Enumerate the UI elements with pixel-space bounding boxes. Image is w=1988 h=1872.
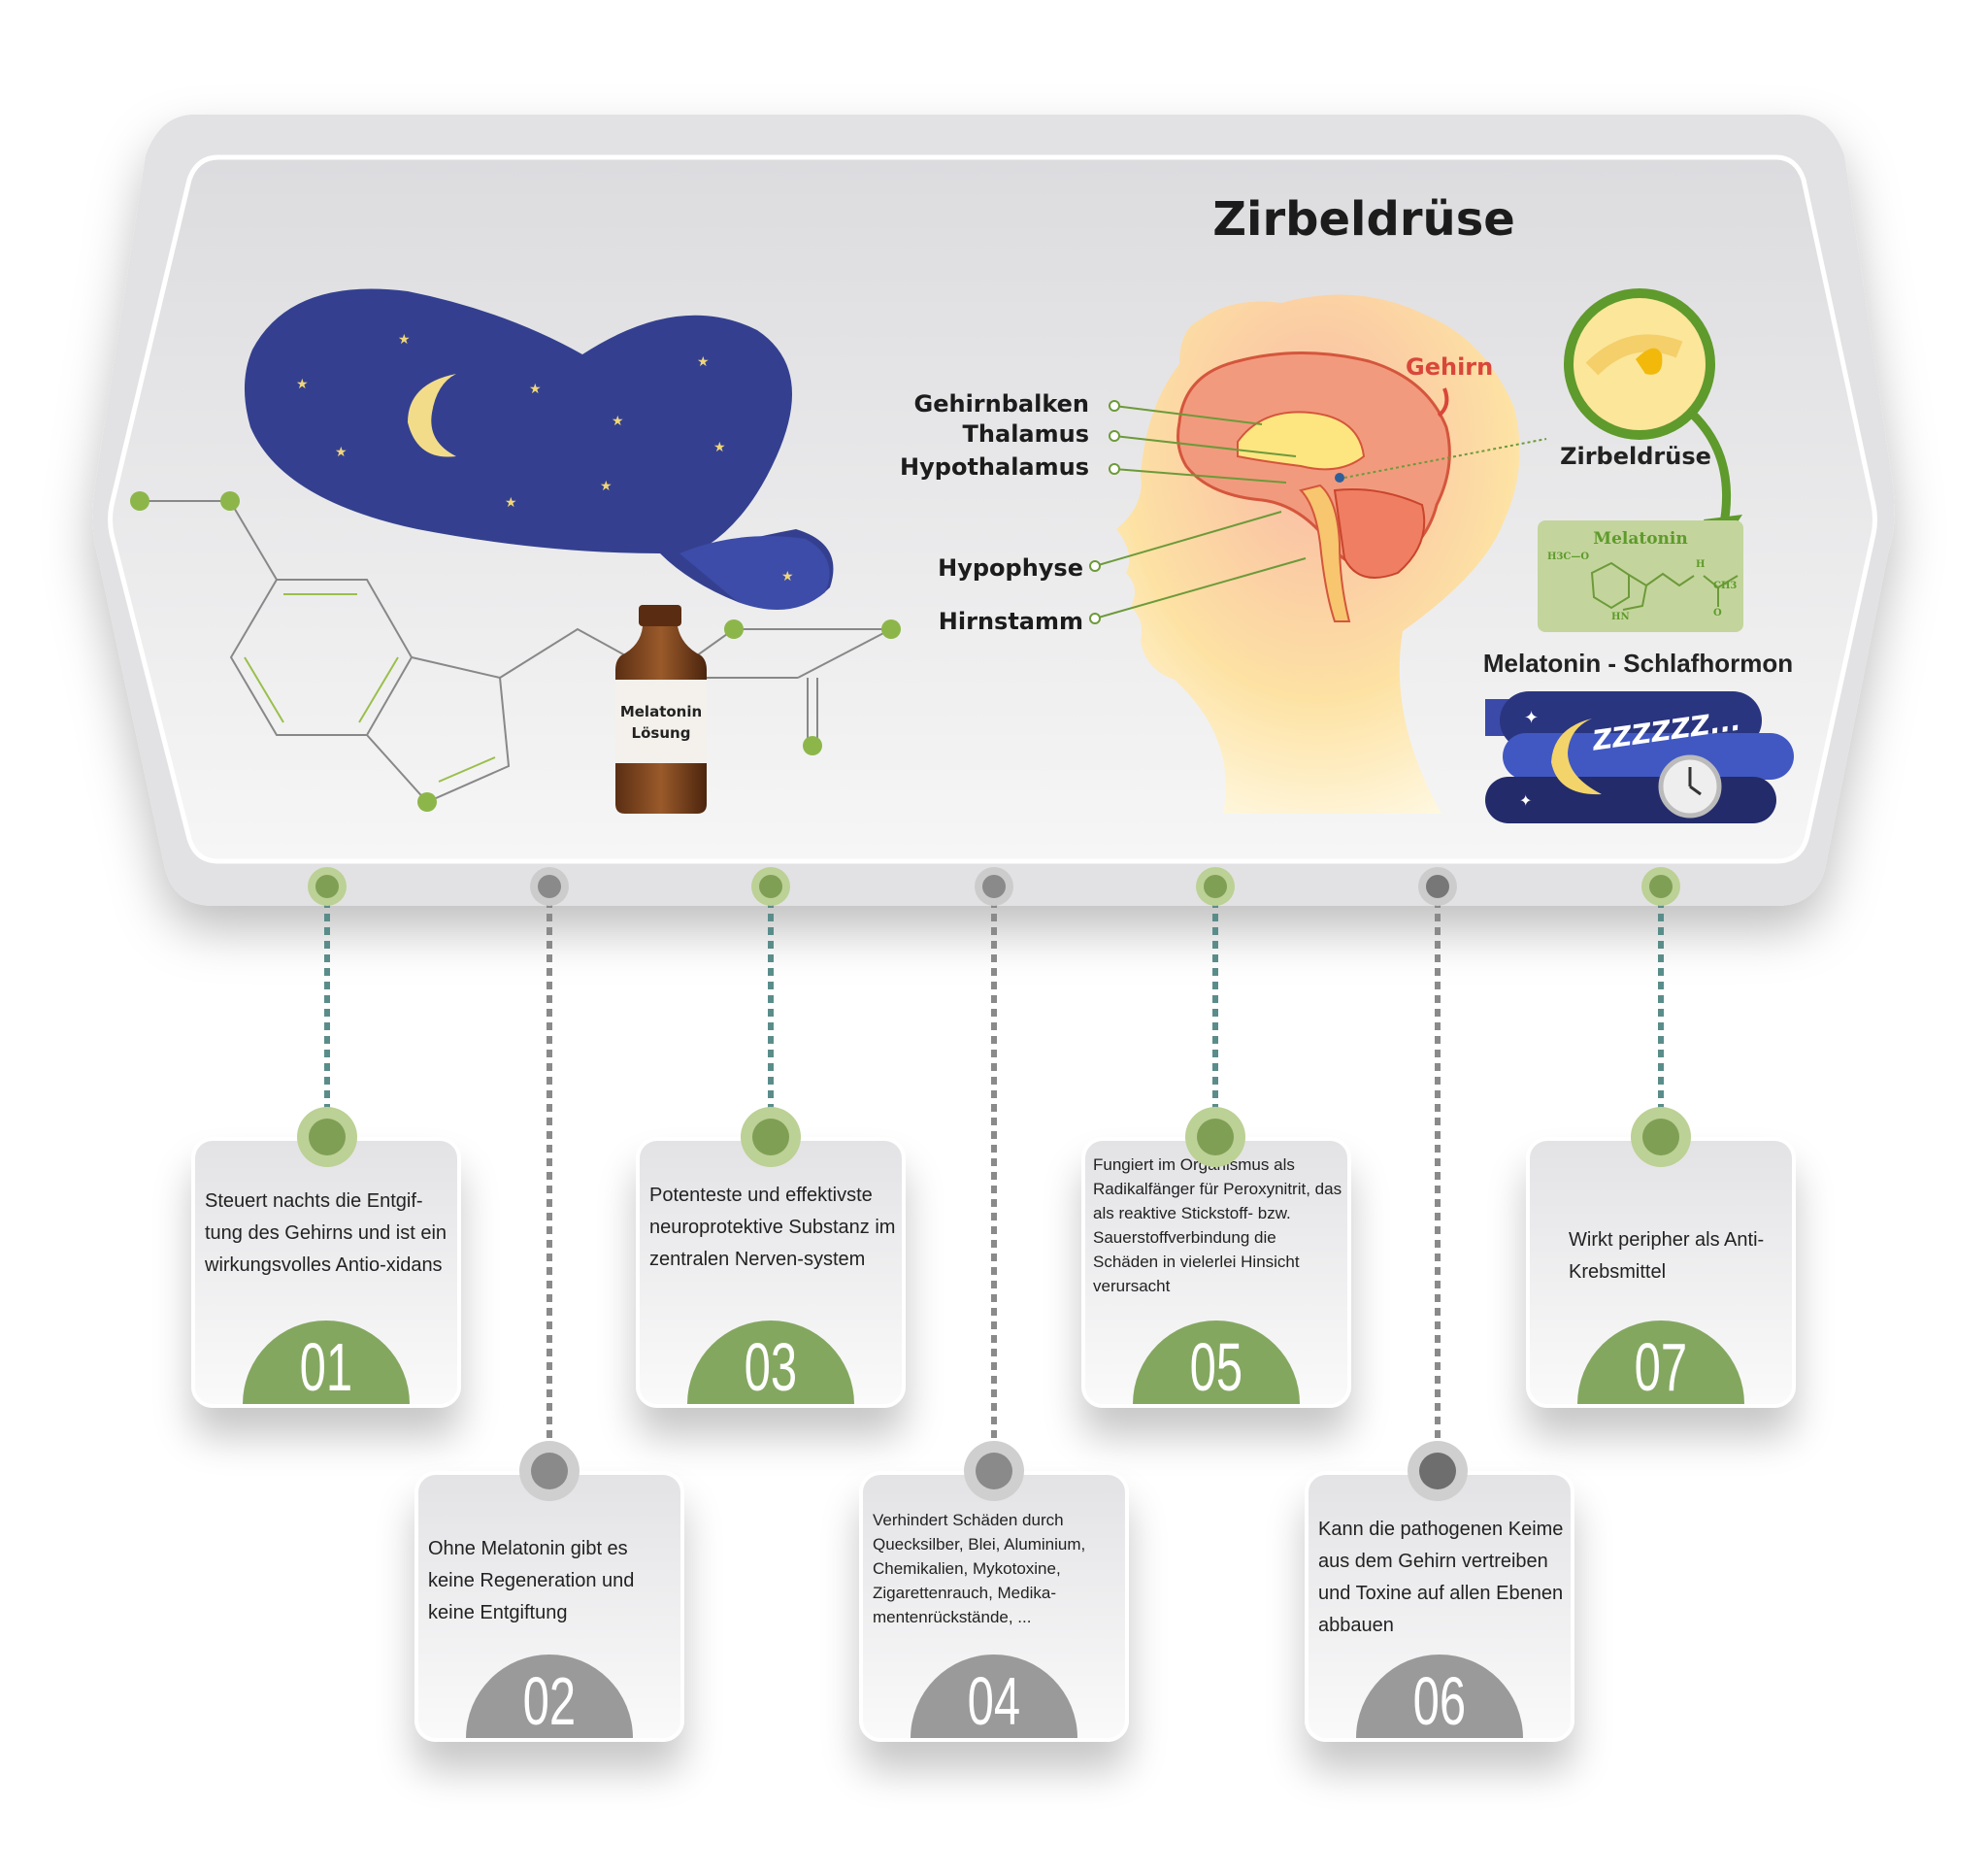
card-text: Verhindert Schäden durch Quecksilber, Bl…: [873, 1511, 1086, 1626]
card-text: Ohne Melatonin gibt es keine Regeneratio…: [428, 1538, 635, 1623]
molecule-h3co: H3C—O: [1547, 552, 1590, 562]
label-hirnstamm: Hirnstamm: [938, 608, 1083, 635]
card-text: Kann die pathogenen Keime aus dem Gehirn…: [1318, 1519, 1564, 1636]
card-number: 03: [687, 1320, 854, 1404]
label-thalamus: Thalamus: [962, 420, 1089, 448]
card-text: Wirkt peripher als Anti-Krebsmittel: [1569, 1229, 1765, 1283]
card-number: 07: [1577, 1320, 1744, 1404]
svg-text:★: ★: [600, 479, 613, 494]
subtitle: Melatonin - Schlafhormon: [1482, 649, 1794, 678]
svg-text:★: ★: [296, 377, 309, 392]
star-icons: ★ ★ ★ ★ ★ ★ ★ ★ ★ ★: [296, 332, 794, 585]
connector-top-dots: [308, 867, 1680, 906]
svg-text:★: ★: [697, 354, 710, 370]
svg-text:★: ★: [529, 382, 542, 397]
label-zirbeldruese: Zirbeldrüse: [1560, 443, 1711, 470]
svg-text:★: ★: [398, 332, 411, 348]
brain-label-leaders: [1089, 400, 1547, 624]
melatonin-formula-box: [1538, 520, 1743, 632]
molecule-h: H: [1696, 559, 1706, 570]
molecule-ch3: CH3: [1713, 581, 1738, 591]
connectors: [324, 886, 1664, 1471]
card-number: 06: [1356, 1655, 1523, 1738]
info-card-06: Kann die pathogenen Keime aus dem Gehirn…: [1305, 1471, 1574, 1742]
svg-text:★: ★: [781, 569, 794, 585]
svg-text:★: ★: [505, 495, 517, 511]
info-card-03: Potenteste und effektivste neuroprotekti…: [636, 1137, 906, 1408]
brain-illustration: [1176, 351, 1451, 622]
svg-text:★: ★: [335, 445, 348, 460]
molecule-atoms: [130, 491, 901, 812]
card-number: 04: [911, 1655, 1077, 1738]
label-gehirnbalken: Gehirnbalken: [913, 390, 1090, 418]
svg-text:✦: ✦: [1519, 791, 1532, 810]
card-number: 01: [243, 1320, 410, 1404]
svg-text:★: ★: [713, 440, 726, 455]
label-hypothalamus: Hypothalamus: [900, 453, 1089, 481]
page-title: Zirbeldrüse: [1212, 192, 1515, 247]
night-sky-bubble: ★ ★ ★ ★ ★ ★ ★ ★ ★ ★: [244, 288, 834, 610]
card-text: Potenteste und effektivste neuroprotekti…: [649, 1185, 896, 1270]
info-card-02: Ohne Melatonin gibt es keine Regeneratio…: [414, 1471, 684, 1742]
svg-text:★: ★: [612, 414, 624, 429]
svg-text:✦: ✦: [1524, 708, 1539, 728]
sleep-banner: ✦✦: [1485, 691, 1794, 823]
label-gehirn: Gehirn: [1406, 353, 1494, 381]
info-card-01: Steuert nachts die Entgif-tung des Gehir…: [191, 1137, 461, 1408]
melatonin-bottle-icon: [615, 605, 707, 814]
moon-icon: [408, 374, 456, 457]
label-hypophyse: Hypophyse: [938, 554, 1083, 582]
molecule-name: Melatonin: [1593, 529, 1688, 549]
info-card-04: Verhindert Schäden durch Quecksilber, Bl…: [859, 1471, 1129, 1742]
molecule-nh: HN: [1611, 612, 1630, 622]
card-number: 05: [1133, 1320, 1300, 1404]
info-card-07: Wirkt peripher als Anti-Krebsmittel 07: [1526, 1137, 1796, 1408]
molecule-o: O: [1713, 608, 1722, 618]
info-card-05: Fungiert im Organismus als Radikalfänger…: [1081, 1137, 1351, 1408]
card-text: Steuert nachts die Entgif-tung des Gehir…: [205, 1190, 447, 1276]
card-number: 02: [466, 1655, 633, 1738]
card-text: Fungiert im Organismus als Radikalfänger…: [1093, 1155, 1342, 1295]
